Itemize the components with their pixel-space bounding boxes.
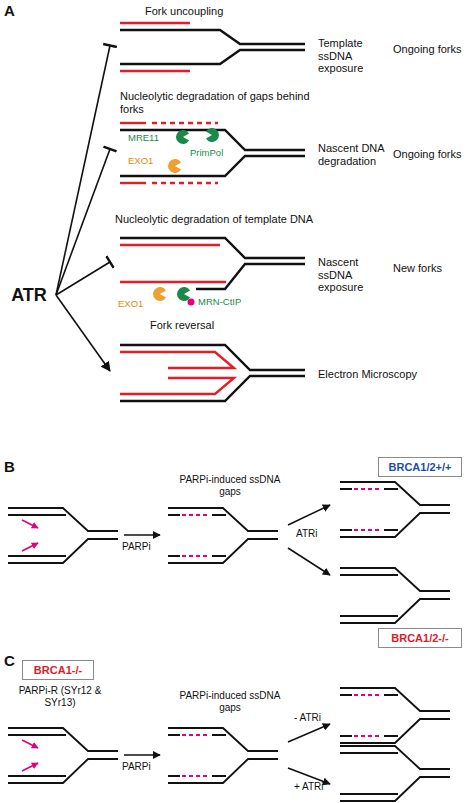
repriming-arrow: [22, 740, 38, 748]
enzyme-name: PrimPol: [190, 148, 223, 159]
outcome-text: Template ssDNA exposure: [318, 37, 388, 75]
replication-fork: [8, 728, 118, 783]
process-band: Fork reversalElectron Microscopy: [110, 316, 474, 426]
template-strand: [120, 345, 305, 370]
outcome-text: Nascent DNA degradation: [318, 142, 388, 167]
replication-fork: [340, 688, 450, 743]
gap-degradation-drawing: [120, 123, 305, 183]
nascent-strand: [120, 22, 190, 24]
step-arrow: [288, 548, 330, 575]
enzyme-name: MRE11: [128, 133, 159, 144]
repriming-arrow: [22, 763, 38, 771]
template-strand: [120, 50, 305, 64]
step-arrow: [288, 505, 330, 525]
replication-fork: [8, 508, 118, 563]
fork-type: Ongoing forks: [393, 43, 473, 56]
activation-connector: [56, 295, 110, 371]
gap-label: PARPi-induced ssDNA gaps: [175, 690, 285, 713]
replication-fork: [168, 728, 278, 783]
treatment-label: ATRi: [296, 528, 317, 540]
fork-uncoupling-drawing: [120, 23, 305, 71]
genotype-text: BRCA1/2-/-: [379, 632, 461, 645]
genotype-text: BRCA1-/-: [23, 664, 93, 677]
nuclease-symbol: [177, 287, 190, 301]
enzyme-name: EXO1: [118, 299, 143, 310]
template-strand: [120, 156, 305, 176]
repriming-arrow: [22, 543, 38, 551]
inhibition-connector: [56, 262, 110, 295]
nuclease-symbol: [168, 159, 181, 173]
treatment-label: - ATRi: [294, 712, 321, 724]
replication-fork: [340, 746, 450, 801]
regulator-name: ATR: [2, 285, 56, 306]
step-arrow: [288, 724, 330, 742]
fork-reversal-drawing: [120, 345, 305, 401]
nascent-strand: [120, 70, 190, 72]
nuclease-symbol: [153, 287, 166, 301]
process-band: Nucleolytic degradation of gaps behind f…: [110, 90, 474, 208]
panel-letter: A: [4, 2, 15, 19]
template-strand: [120, 30, 305, 44]
degraded-strand: [152, 122, 218, 124]
outcome-text: Electron Microscopy: [318, 368, 448, 381]
inhibition-connector: [56, 149, 110, 295]
nascent-strand: [120, 378, 234, 394]
treatment-label: PARPi: [122, 541, 151, 553]
nuclease-symbol: [176, 130, 189, 144]
treatment-label: PARPi: [122, 761, 151, 773]
outcome-text: Nascent ssDNA exposure: [318, 256, 388, 294]
genotype-box: BRCA1/2+/+: [378, 457, 462, 477]
nascent-strand: [120, 281, 226, 283]
process-band: Fork uncouplingTemplate ssDNA exposure On…: [110, 3, 474, 88]
replication-fork: [168, 508, 278, 563]
template-degradation-drawing: [120, 238, 305, 289]
genotype-text: BRCA1/2+/+: [379, 461, 461, 474]
fork-type: Ongoing forks: [393, 148, 473, 161]
repriming-arrow: [22, 520, 38, 528]
enzyme-name: EXO1: [128, 156, 153, 167]
template-strand: [196, 264, 305, 289]
primase-symbol: [206, 128, 219, 142]
regulator-node: ATR: [2, 282, 56, 308]
enzyme-name: MRN-CtIP: [198, 297, 241, 308]
template-strand: [120, 376, 305, 401]
inhibition-connector: [56, 46, 110, 296]
nascent-strand: [120, 352, 234, 368]
step-arrow: [124, 754, 160, 756]
treatment-label: + ATRi: [294, 781, 324, 793]
genotype-box: BRCA1-/-: [22, 660, 94, 680]
nascent-strand: [120, 244, 220, 246]
process-title: Fork reversal: [150, 319, 300, 332]
process-title: Nucleolytic degradation of template DNA: [115, 213, 345, 226]
process-title: Nucleolytic degradation of gaps behind f…: [120, 90, 310, 115]
panel-letter: C: [4, 652, 15, 669]
panel-letter: B: [4, 458, 15, 475]
degraded-strand: [152, 182, 218, 184]
replication-fork: [340, 568, 450, 623]
genotype-box: BRCA1/2-/-: [378, 628, 462, 648]
cofactor-symbol: [188, 299, 195, 306]
process-title: Fork uncoupling: [145, 5, 315, 18]
process-band: Nucleolytic degradation of template DNA N…: [110, 212, 474, 312]
nascent-strand: [120, 122, 146, 124]
template-strand: [120, 238, 305, 258]
nascent-strand: [120, 182, 146, 184]
cell-line-label: PARPi-R (SYr12 & SYr13): [8, 685, 112, 708]
step-arrow: [124, 534, 160, 536]
replication-fork: [340, 482, 450, 537]
gap-label: PARPi-induced ssDNA gaps: [175, 474, 285, 497]
fork-type: New forks: [393, 262, 473, 275]
